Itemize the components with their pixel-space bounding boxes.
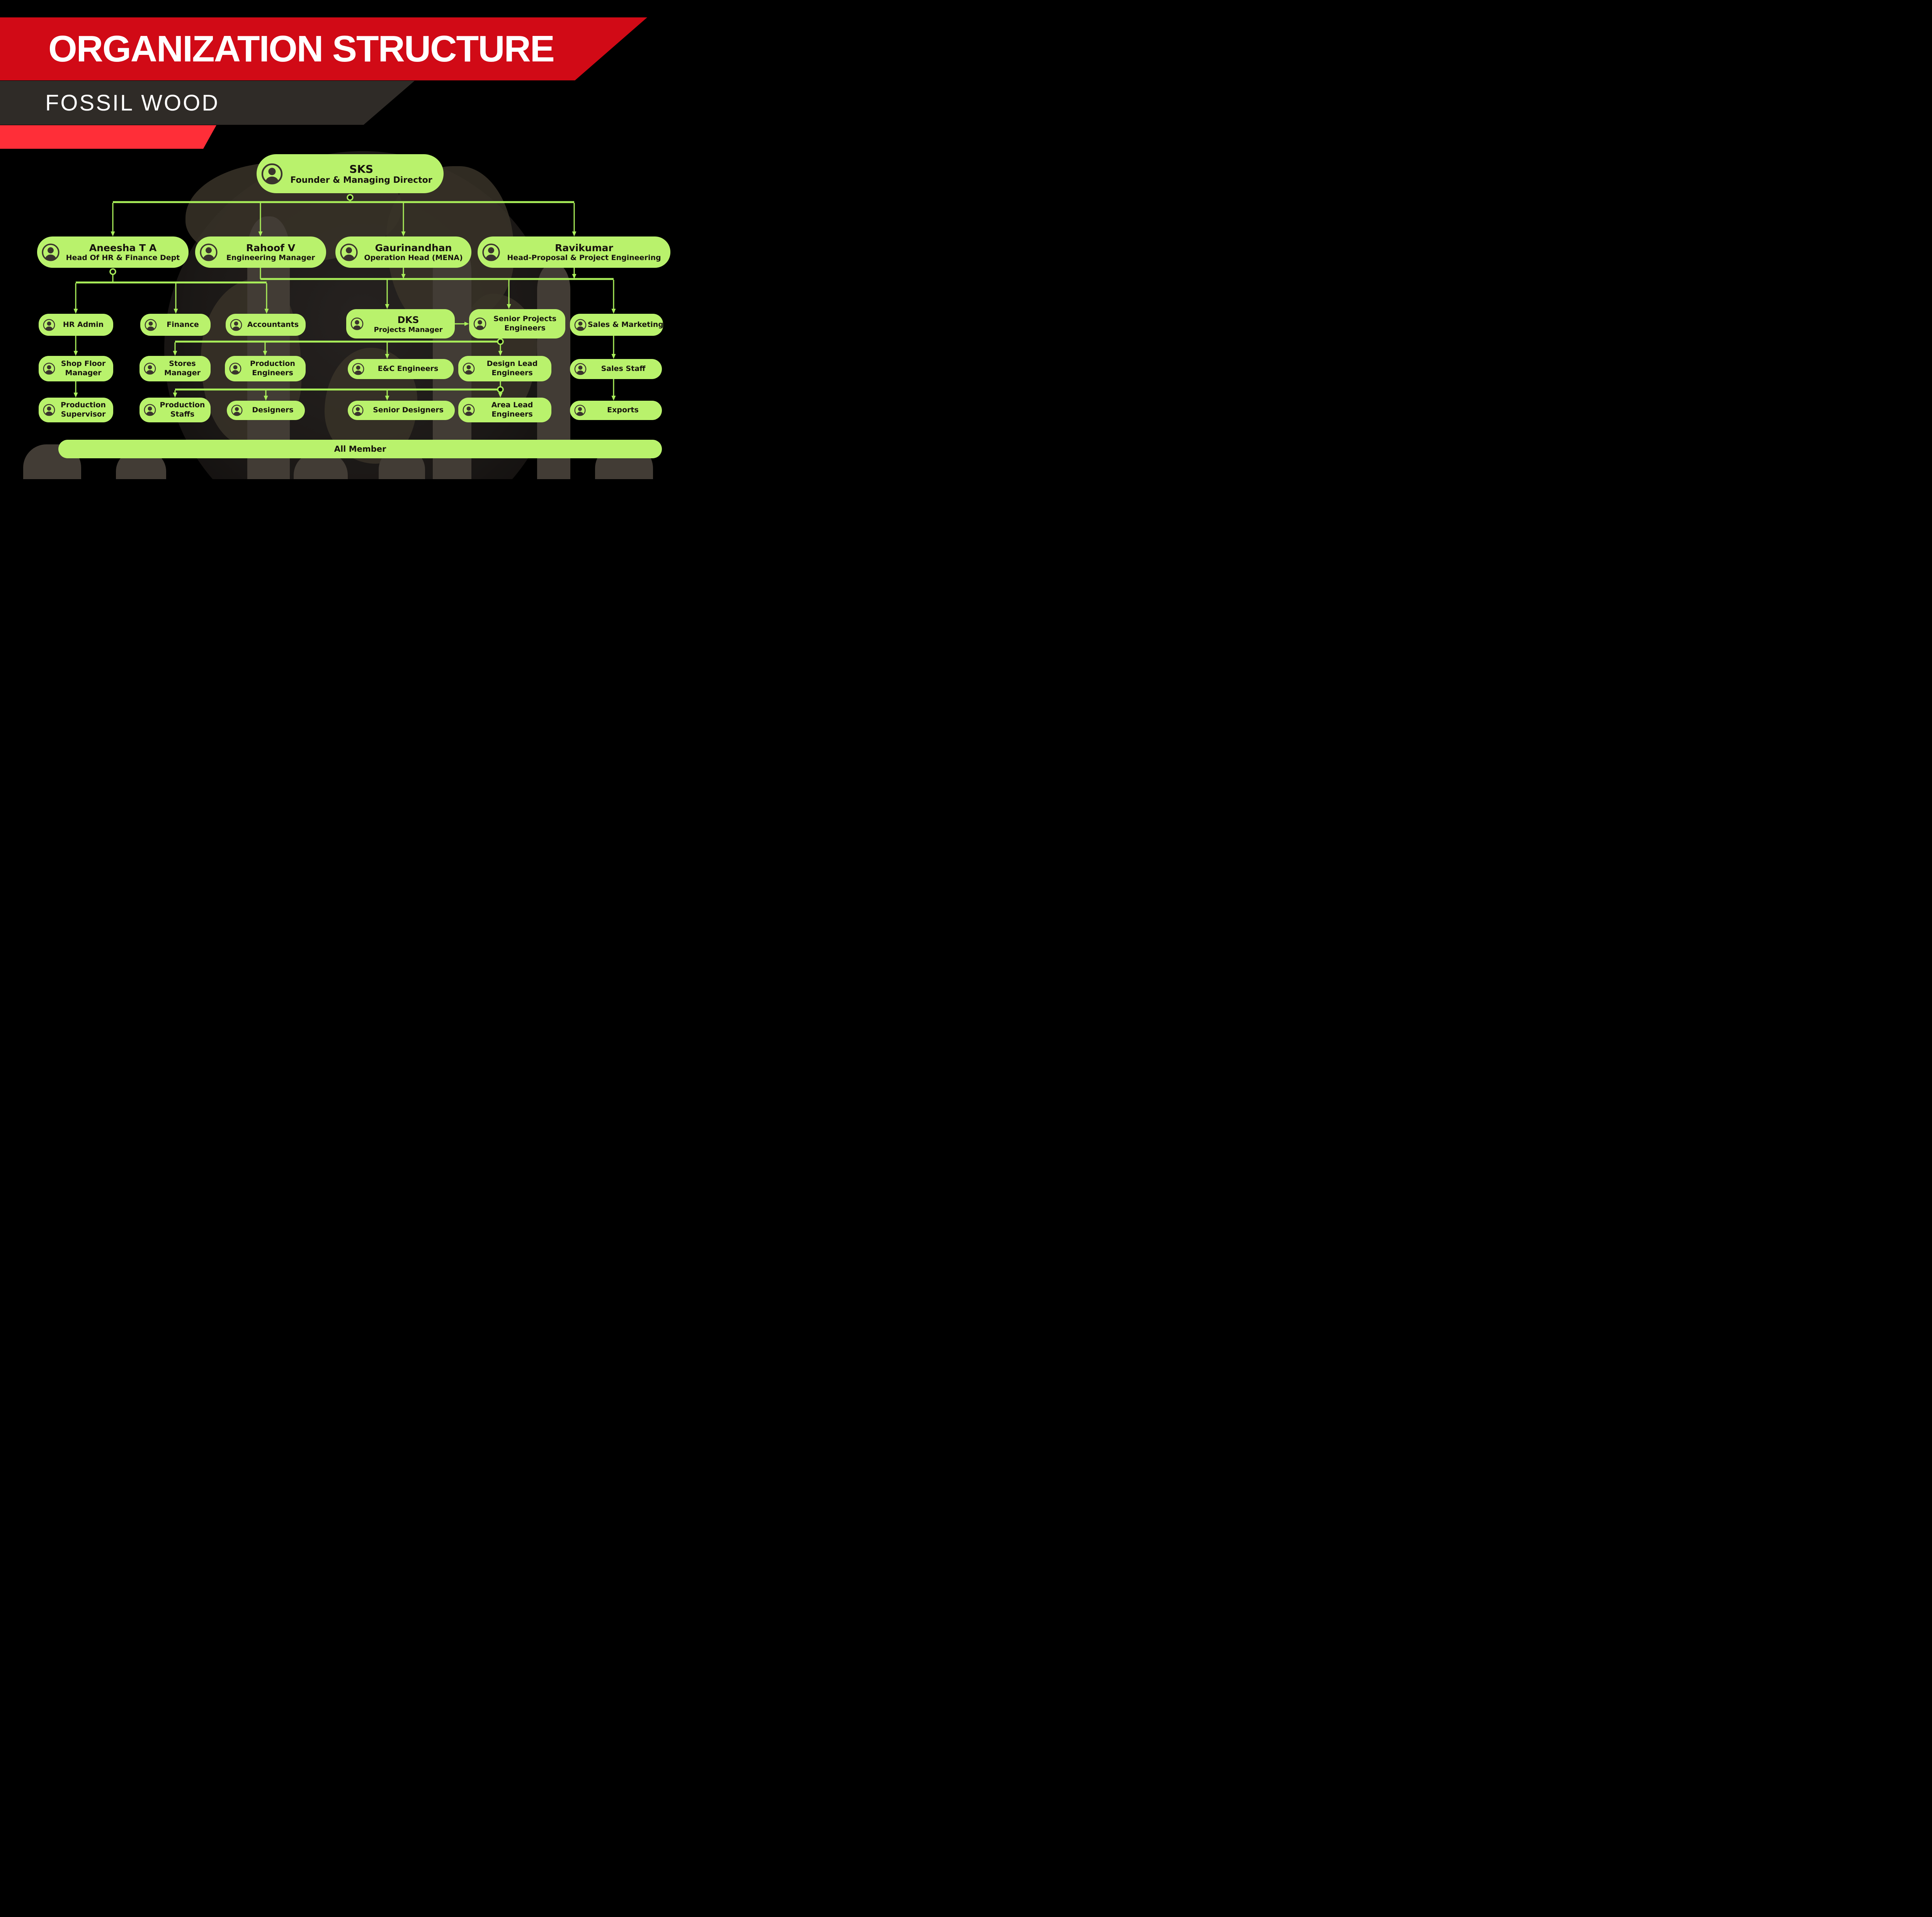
node-name: Sales & Marketing xyxy=(588,320,663,329)
org-node-production-staffs: Production Staffs xyxy=(139,398,211,422)
org-node-accountants: Accountants xyxy=(226,314,306,336)
person-avatar-icon xyxy=(473,317,487,331)
org-node-design-lead-engineers: Design Lead Engineers xyxy=(458,356,551,381)
org-node-production-engineers: Production Engineers xyxy=(225,356,306,381)
node-name: Senior Projects Engineers xyxy=(493,315,557,332)
person-avatar-icon xyxy=(143,403,156,417)
connector-lines xyxy=(73,194,616,401)
node-name: DKS xyxy=(397,314,419,325)
person-avatar-icon xyxy=(143,362,156,375)
person-avatar-icon xyxy=(41,243,60,262)
node-name: SKS xyxy=(349,162,374,175)
company-name: FOSSIL WOOD xyxy=(45,90,220,116)
person-avatar-icon xyxy=(574,362,587,376)
org-node-sales-marketing: Sales & Marketing xyxy=(570,314,663,336)
person-avatar-icon xyxy=(574,404,586,417)
org-node-aneesha: Aneesha T A Head Of HR & Finance Dept xyxy=(37,236,189,268)
person-avatar-icon xyxy=(462,362,475,375)
org-node-ec-engineers: E&C Engineers xyxy=(348,359,454,379)
person-avatar-icon xyxy=(229,362,242,375)
title-banner: ORGANIZATION STRUCTURE xyxy=(0,17,647,80)
node-name: HR Admin xyxy=(63,320,104,329)
org-node-senior-designers: Senior Designers xyxy=(348,401,455,420)
org-node-rahoof: Rahoof V Engineering Manager xyxy=(195,236,326,268)
person-avatar-icon xyxy=(339,243,359,262)
node-title: Head Of HR & Finance Dept xyxy=(66,253,180,262)
node-name: Shop Floor Manager xyxy=(61,359,106,377)
node-name: Production Staffs xyxy=(160,401,205,418)
org-node-finance: Finance xyxy=(140,314,211,336)
subtitle-banner: FOSSIL WOOD xyxy=(0,81,415,125)
node-name: Accountants xyxy=(247,320,299,329)
node-name: Ravikumar xyxy=(555,242,613,253)
node-name: Designers xyxy=(252,406,294,415)
person-avatar-icon xyxy=(43,362,56,375)
org-node-designers: Designers xyxy=(227,401,305,420)
node-name: E&C Engineers xyxy=(378,364,439,373)
node-name: Exports xyxy=(607,406,639,415)
node-title: Engineering Manager xyxy=(226,253,315,262)
org-node-hr-admin: HR Admin xyxy=(39,314,113,336)
node-name: Aneesha T A xyxy=(89,242,157,253)
org-node-sales-staff: Sales Staff xyxy=(570,359,662,379)
node-name: Production Supervisor xyxy=(61,401,106,418)
org-node-exports: Exports xyxy=(570,401,662,420)
org-node-dks: DKS Projects Manager xyxy=(346,309,455,338)
node-name: Design Lead Engineers xyxy=(486,359,538,377)
node-name: Area Lead Engineers xyxy=(491,401,533,418)
node-title: Founder & Managing Director xyxy=(290,175,432,185)
node-name: Sales Staff xyxy=(601,364,646,373)
poster-canvas: ORGANIZATION STRUCTURE FOSSIL WOOD SKS F… xyxy=(0,0,678,479)
org-node-production-supervisor: Production Supervisor xyxy=(39,398,113,422)
person-avatar-icon xyxy=(352,404,364,417)
person-avatar-icon xyxy=(574,318,587,332)
person-avatar-icon xyxy=(144,318,157,332)
org-node-ravikumar: Ravikumar Head-Proposal & Project Engine… xyxy=(478,236,670,268)
org-node-shop-floor-manager: Shop Floor Manager xyxy=(39,356,113,381)
org-node-gaurinandhan: Gaurinandhan Operation Head (MENA) xyxy=(335,236,471,268)
node-title: Operation Head (MENA) xyxy=(364,253,463,262)
person-avatar-icon xyxy=(43,318,56,332)
org-node-stores-manager: Stores Manager xyxy=(139,356,211,381)
person-avatar-icon xyxy=(199,243,218,262)
org-node-sks: SKS Founder & Managing Director xyxy=(257,154,444,193)
person-avatar-icon xyxy=(231,404,243,417)
org-node-area-lead-engineers: Area Lead Engineers xyxy=(458,398,551,422)
node-title: Head-Proposal & Project Engineering xyxy=(507,253,661,262)
person-avatar-icon xyxy=(260,162,284,185)
node-name: Senior Designers xyxy=(373,406,444,415)
node-name: Stores Manager xyxy=(164,359,201,377)
person-avatar-icon xyxy=(350,317,364,331)
person-avatar-icon xyxy=(481,243,501,262)
node-name: Gaurinandhan xyxy=(375,242,452,253)
node-name: Finance xyxy=(167,320,199,329)
org-node-senior-projects-engineers: Senior Projects Engineers xyxy=(469,309,565,338)
person-avatar-icon xyxy=(230,318,243,332)
node-name: Production Engineers xyxy=(250,359,295,377)
person-avatar-icon xyxy=(43,403,56,417)
node-name: Rahoof V xyxy=(246,242,296,253)
page-title: ORGANIZATION STRUCTURE xyxy=(48,28,555,70)
all-member-band: All Member xyxy=(58,440,662,458)
accent-stripe xyxy=(0,125,216,149)
person-avatar-icon xyxy=(462,403,475,417)
node-title: Projects Manager xyxy=(374,325,443,334)
person-avatar-icon xyxy=(352,362,365,376)
